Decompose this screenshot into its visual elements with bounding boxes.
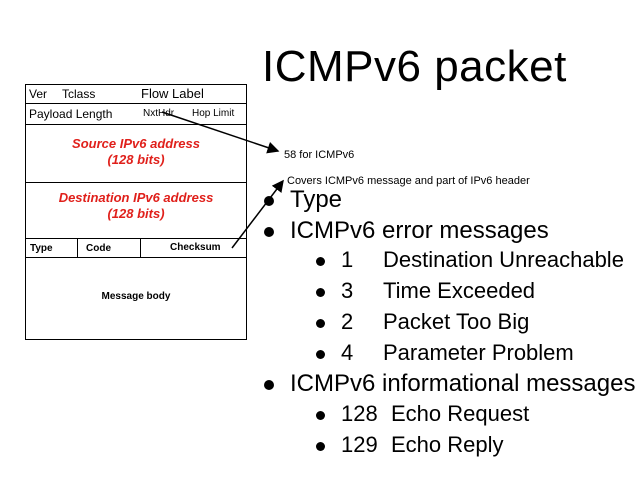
error-item: 1 Destination Unreachable — [316, 247, 624, 273]
error-text: Parameter Problem — [383, 340, 574, 365]
bullet-dot — [316, 349, 325, 359]
bullet-error-heading: ICMPv6 error messages — [264, 217, 549, 245]
type-field: Type — [30, 243, 53, 254]
checksum-field: Checksum — [170, 242, 221, 253]
bullet-dot — [264, 195, 274, 206]
destination-address-bits: (128 bits) — [107, 206, 165, 221]
info-code: 129 — [341, 432, 378, 457]
source-address-label: Source IPv6 address — [72, 136, 200, 151]
error-item: 3 Time Exceeded — [316, 278, 535, 304]
bullet-dot — [316, 318, 325, 328]
code-field: Code — [86, 243, 111, 254]
row-divider — [26, 103, 246, 104]
error-code: 2 — [341, 309, 354, 334]
message-body-field: Message body — [101, 291, 171, 302]
checksum-annotation: Covers ICMPv6 message and part of IPv6 h… — [287, 175, 530, 187]
nxthdr-arrow — [161, 111, 280, 154]
bullet-type: Type — [264, 186, 342, 214]
destination-address-field: Destination IPv6 address (128 bits) — [26, 190, 246, 222]
flow-label-field: Flow Label — [141, 86, 204, 101]
info-item: 128 Echo Request — [316, 401, 529, 427]
error-code: 3 — [341, 278, 354, 303]
hop-limit-field: Hop Limit — [192, 108, 235, 119]
row-divider — [26, 182, 246, 183]
ipv6-packet-diagram: Ver Tclass Flow Label Payload Length Nxt… — [25, 84, 247, 340]
bullet-dot — [316, 287, 325, 297]
info-text: Echo Request — [391, 401, 530, 426]
slide-title: ICMPv6 packet — [262, 42, 567, 91]
source-address-field: Source IPv6 address (128 bits) — [26, 136, 246, 168]
bullet-dot — [316, 256, 325, 266]
info-heading-text: ICMPv6 informational messages — [290, 370, 636, 397]
row-divider — [26, 238, 246, 239]
nxthdr-annotation: 58 for ICMPv6 — [284, 149, 355, 161]
row-divider — [26, 124, 246, 125]
ver-field: Ver — [29, 87, 48, 101]
bullet-dot — [316, 441, 325, 451]
type-code-divider — [77, 238, 78, 257]
nxthdr-field: NxtHdr — [143, 108, 175, 119]
bullet-info-heading: ICMPv6 informational messages — [264, 370, 635, 398]
error-item: 4 Parameter Problem — [316, 340, 574, 366]
destination-address-label: Destination IPv6 address — [58, 190, 214, 205]
error-heading-text: ICMPv6 error messages — [290, 217, 549, 244]
error-text: Packet Too Big — [383, 309, 530, 334]
info-item: 129 Echo Reply — [316, 432, 504, 458]
bullet-dot — [264, 226, 274, 237]
source-address-bits: (128 bits) — [107, 152, 165, 167]
error-text: Destination Unreachable — [383, 247, 624, 272]
error-item: 2 Packet Too Big — [316, 309, 529, 335]
payload-length-field: Payload Length — [29, 107, 113, 121]
row-divider — [26, 257, 246, 258]
code-checksum-divider — [140, 238, 141, 257]
error-code: 1 — [341, 247, 354, 272]
tclass-field: Tclass — [62, 87, 96, 101]
bullet-type-text: Type — [290, 186, 343, 213]
info-code: 128 — [341, 401, 378, 426]
info-text: Echo Reply — [391, 432, 504, 457]
error-text: Time Exceeded — [383, 278, 536, 303]
bullet-dot — [264, 379, 274, 390]
bullet-dot — [316, 410, 325, 420]
error-code: 4 — [341, 340, 354, 365]
checksum-arrow — [231, 179, 284, 249]
